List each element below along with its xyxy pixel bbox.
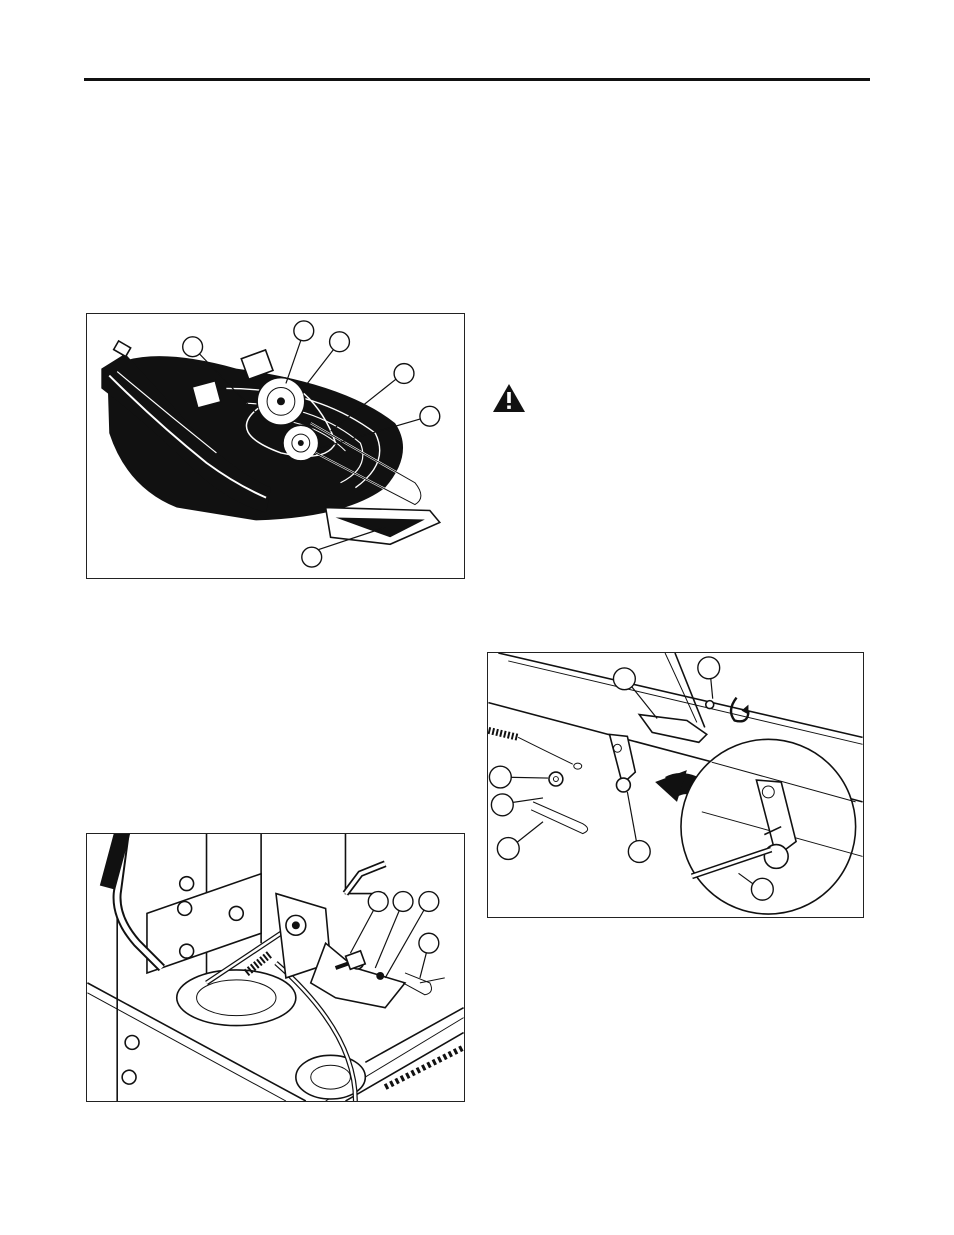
callout-circle xyxy=(698,657,720,679)
warning-triangle-icon xyxy=(491,382,527,414)
callout-circle xyxy=(302,547,322,567)
figure-lift-lever xyxy=(487,652,864,918)
cotter-pin xyxy=(531,802,588,834)
callout-circle xyxy=(497,838,519,860)
callout-circle xyxy=(491,794,513,816)
callout-circle xyxy=(419,933,439,953)
washer xyxy=(549,772,563,786)
callout-circle xyxy=(751,878,773,900)
engagement-linkage-illustration xyxy=(87,834,464,1101)
callout-circle xyxy=(394,364,414,384)
callout-circle xyxy=(489,766,511,788)
pivot-link xyxy=(610,734,636,784)
callout-circle xyxy=(368,892,388,912)
mower-deck-illustration xyxy=(87,314,464,578)
callout-circle xyxy=(294,321,314,341)
spring xyxy=(488,730,518,737)
drive-pulley xyxy=(177,970,296,1026)
figure-engagement-linkage xyxy=(86,833,465,1102)
figure-mower-deck xyxy=(86,313,465,579)
lift-lever-illustration xyxy=(488,653,863,917)
header-rule xyxy=(84,78,870,81)
callout-circle xyxy=(393,892,413,912)
callout-circle xyxy=(613,668,635,690)
callout-circle xyxy=(330,332,350,352)
callout-circle xyxy=(420,406,440,426)
lift-handle-grip xyxy=(100,834,131,890)
callout-circle xyxy=(419,892,439,912)
callout-circle xyxy=(183,337,203,357)
callout-circle xyxy=(628,841,650,863)
hairpin-clip xyxy=(403,973,431,995)
lever-bracket xyxy=(639,715,706,743)
